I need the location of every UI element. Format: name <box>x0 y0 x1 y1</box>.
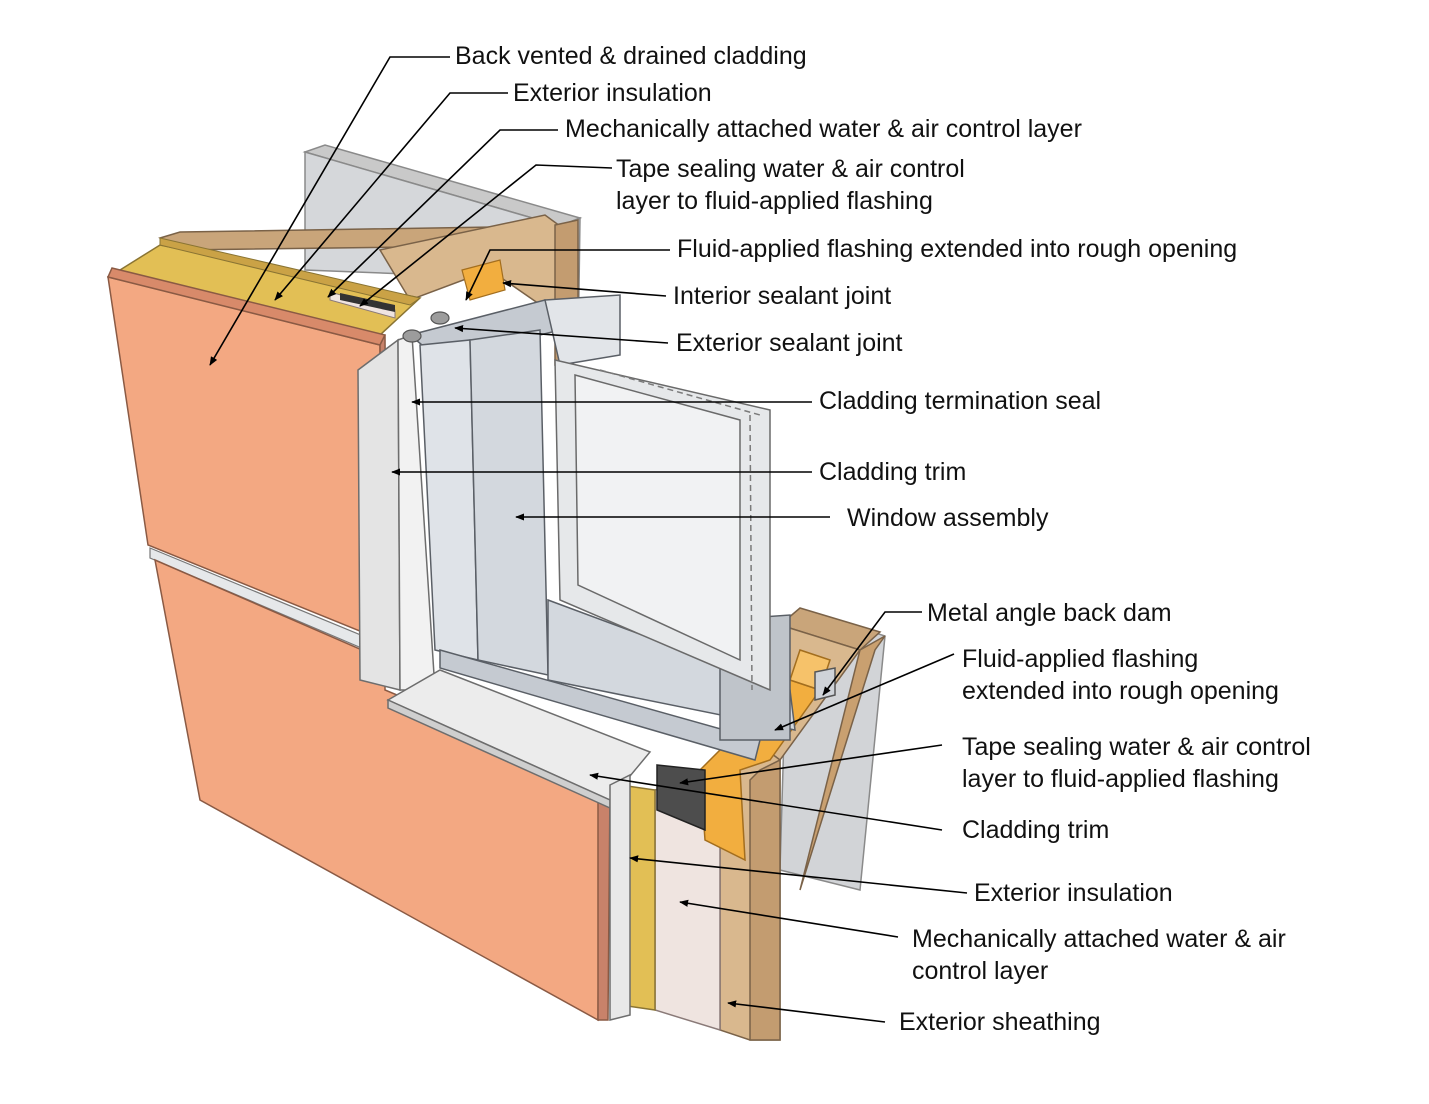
label-exterior-insulation-bottom: Exterior insulation <box>974 877 1173 909</box>
window-frame <box>408 294 796 761</box>
label-cladding-trim-top: Cladding trim <box>819 456 966 488</box>
label-termination-seal: Cladding termination seal <box>819 385 1101 417</box>
label-tape-sealing-bottom: Tape sealing water & air control layer t… <box>962 731 1311 795</box>
label-tape-sealing-top: Tape sealing water & air control layer t… <box>616 153 965 217</box>
label-line: layer to fluid-applied flashing <box>616 187 933 215</box>
leader-exterior-insulation-bottom <box>629 855 968 894</box>
label-back-dam: Metal angle back dam <box>927 597 1172 629</box>
label-exterior-sheathing: Exterior sheathing <box>899 1006 1101 1038</box>
label-line: Cladding trim <box>962 816 1110 844</box>
label-line: Window assembly <box>847 504 1049 532</box>
leader-exterior-sealant <box>454 324 669 344</box>
label-line: Tape sealing water & air control <box>962 733 1311 761</box>
leader-tape-sealing-bottom <box>679 744 943 786</box>
leader-lines <box>209 56 968 1023</box>
label-line: Exterior sealant joint <box>676 329 903 357</box>
label-exterior-insulation-top: Exterior insulation <box>513 77 712 109</box>
label-line: Cladding termination seal <box>819 387 1102 415</box>
label-line: Back vented & drained cladding <box>455 42 807 70</box>
label-line: Tape sealing water & air control <box>616 155 965 183</box>
leader-interior-sealant <box>502 280 667 297</box>
label-fluid-flashing-top: Fluid-applied flashing extended into rou… <box>677 233 1237 265</box>
label-line: Exterior insulation <box>974 879 1173 907</box>
label-line: Cladding trim <box>819 458 967 486</box>
label-line: Exterior sheathing <box>899 1008 1101 1036</box>
label-line: Fluid-applied flashing extended into rou… <box>677 235 1238 263</box>
leader-tape-sealing-top <box>359 164 613 307</box>
label-fluid-flashing-bottom: Fluid-applied flashing extended into rou… <box>962 643 1279 707</box>
leader-wacl-top <box>327 129 558 298</box>
label-line: Mechanically attached water & air <box>912 925 1286 953</box>
label-line: Mechanically attached water & air contro… <box>565 115 1082 143</box>
leader-exterior-sheathing <box>727 1000 886 1023</box>
cladding-trim-sill <box>386 669 652 1021</box>
leader-fluid-flashing-bottom <box>774 653 955 731</box>
label-cladding-trim-bottom: Cladding trim <box>962 814 1109 846</box>
label-line: control layer <box>912 957 1049 985</box>
label-interior-sealant: Interior sealant joint <box>673 280 891 312</box>
label-wacl-top: Mechanically attached water & air contro… <box>565 113 1082 145</box>
label-window-assembly: Window assembly <box>847 502 1048 534</box>
label-wacl-bottom: Mechanically attached water & air contro… <box>912 923 1286 987</box>
leader-fluid-flashing-top <box>465 249 670 301</box>
label-line: layer to fluid-applied flashing <box>962 765 1279 793</box>
leader-back-dam <box>822 611 922 696</box>
label-back-vented-cladding: Back vented & drained cladding <box>455 40 807 72</box>
label-exterior-sealant: Exterior sealant joint <box>676 327 903 359</box>
label-line: Interior sealant joint <box>673 282 892 310</box>
label-line: Metal angle back dam <box>927 599 1172 627</box>
leader-exterior-insulation-top <box>274 92 508 301</box>
leader-cladding-trim-bottom <box>589 772 943 831</box>
leader-wacl-bottom <box>679 899 899 938</box>
label-line: Fluid-applied flashing <box>962 645 1199 673</box>
leader-back-vented-cladding <box>209 56 450 366</box>
label-line: Exterior insulation <box>513 79 712 107</box>
label-line: extended into rough opening <box>962 677 1279 705</box>
head-flashing <box>461 259 506 301</box>
